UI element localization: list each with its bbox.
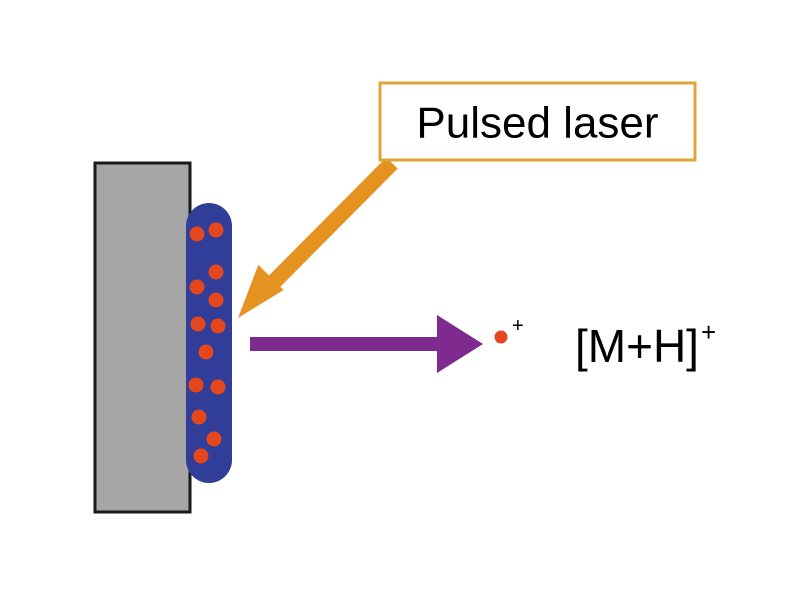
ion-ejection-arrow (250, 315, 483, 373)
ejected-ion-dot (494, 330, 508, 344)
analyte-molecule-dot (189, 279, 205, 295)
pulsed-laser-label: Pulsed laser (416, 99, 658, 148)
pulsed-laser-callout[interactable]: Pulsed laser (378, 81, 697, 162)
laser-beam-shaft (263, 157, 398, 293)
ejected-ion-charge-label: + (512, 315, 524, 337)
analyte-molecule-dots (188, 222, 226, 464)
analyte-molecule-dot (208, 264, 224, 280)
analyte-molecule-dot (198, 344, 214, 360)
ion-formula-label: [M+H] + (575, 317, 716, 372)
ion-arrow-shaft (250, 337, 439, 351)
analyte-molecule-dot (188, 377, 204, 393)
pulsed-laser-callout-box[interactable] (378, 81, 697, 162)
pulsed-laser-beam-arrow (238, 157, 398, 318)
ion-formula-superscript: + (701, 317, 716, 347)
laser-beam-arrowhead (238, 264, 284, 318)
ion-arrow-head (437, 315, 483, 373)
sample-plate (93, 161, 192, 514)
analyte-molecule-dot (189, 226, 205, 242)
ion-formula-base: [M+H] (575, 320, 699, 372)
analyte-molecule-dot (210, 379, 226, 395)
analyte-molecule-dot (208, 222, 224, 238)
analyte-molecule-dot (190, 316, 206, 332)
analyte-molecule-dot (210, 318, 226, 334)
analyte-molecule-dot (208, 292, 224, 308)
analyte-molecule-dot (191, 409, 207, 425)
analyte-molecule-dot (193, 448, 209, 464)
analyte-molecule-dot (206, 431, 222, 447)
